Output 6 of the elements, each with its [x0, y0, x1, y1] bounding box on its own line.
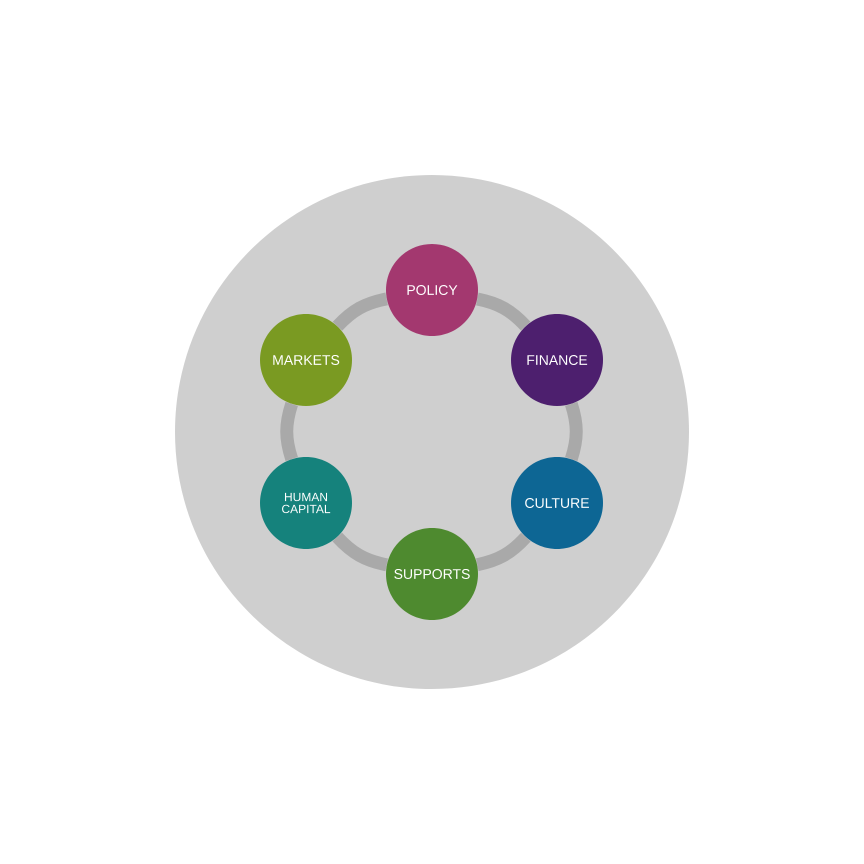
ring-segment [476, 532, 531, 572]
ring-segment [332, 532, 388, 572]
ring-segment [280, 402, 298, 461]
ring-segment [565, 402, 583, 461]
ring-segment [332, 292, 388, 331]
ring-segment [476, 292, 530, 331]
